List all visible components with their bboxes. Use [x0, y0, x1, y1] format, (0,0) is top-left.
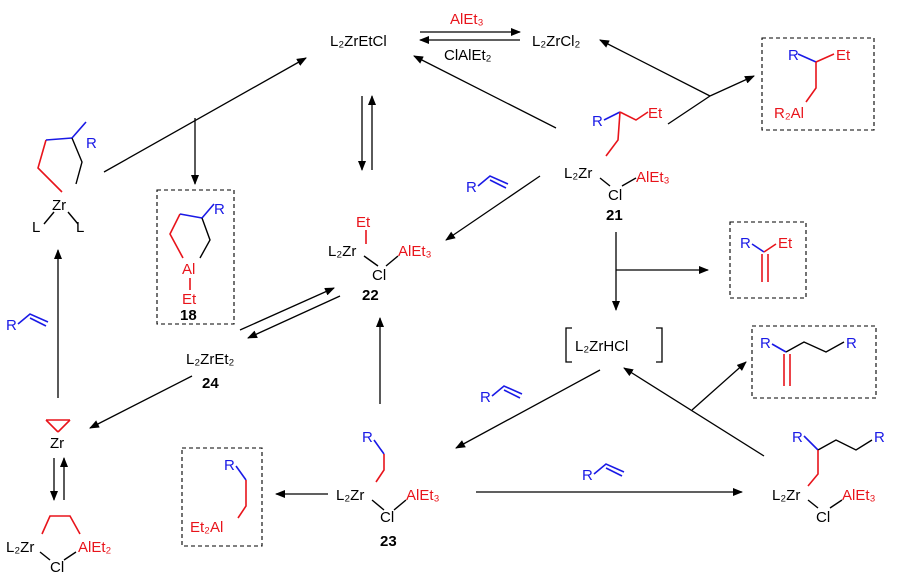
svg-text:Al: Al [182, 261, 195, 278]
svg-text:R: R [846, 335, 857, 352]
svg-text:18: 18 [180, 307, 197, 324]
svg-text:R: R [874, 429, 885, 446]
r2al-product: R Et R₂Al [774, 47, 851, 122]
svg-text:AlEt₃: AlEt₃ [842, 487, 876, 504]
zirconacyclopentane: R Zr L L [32, 121, 97, 236]
svg-text:R: R [582, 467, 593, 484]
svg-text:AlEt₃: AlEt₃ [398, 243, 432, 260]
alkene-reagent-3: R [582, 463, 625, 484]
aluminacyclopentane-18: R Al Et 18 [169, 201, 225, 324]
zr-hydride: L₂ZrHCl [565, 327, 663, 363]
svg-text:Et: Et [182, 291, 197, 308]
svg-text:R₂Al: R₂Al [774, 105, 804, 122]
eq-arrow-24-to-22 [239, 287, 335, 331]
complex-22: Et L₂Zr Cl AlEt₃ 22 [328, 214, 432, 304]
svg-text:AlEt₂: AlEt₂ [78, 539, 112, 556]
alkene-reagent-4: R [6, 313, 49, 334]
svg-text:R: R [466, 179, 477, 196]
svg-text:R: R [214, 201, 225, 218]
svg-text:R: R [792, 429, 803, 446]
arrow-hydride-to-23 [455, 369, 601, 449]
svg-text:R: R [592, 113, 603, 130]
svg-text:Et: Et [356, 214, 371, 231]
zr-cl2-label: L₂ZrCl₂ [532, 33, 580, 50]
alkene-product: R Et [740, 235, 793, 282]
svg-text:23: 23 [380, 533, 397, 550]
svg-text:Et: Et [778, 235, 793, 252]
svg-text:Zr: Zr [52, 197, 66, 214]
diene-product: R R [760, 335, 857, 386]
svg-text:22: 22 [362, 287, 379, 304]
svg-text:Cl: Cl [372, 267, 386, 284]
svg-text:L₂Zr: L₂Zr [328, 243, 356, 260]
svg-text:R: R [6, 317, 17, 334]
eq-arrow-22-to-24 [247, 295, 341, 339]
svg-text:Et₂Al: Et₂Al [190, 519, 223, 536]
arrow-21-to-zrcl2 [599, 39, 711, 97]
svg-text:L₂Zr: L₂Zr [336, 487, 364, 504]
svg-text:R: R [480, 389, 491, 406]
svg-text:L₂Zr: L₂Zr [6, 539, 34, 556]
zirconacyclopropane: Zr [45, 419, 71, 452]
complex-23: R L₂Zr Cl AlEt₃ 23 [336, 429, 440, 550]
zr-al-bimetallic: L₂Zr Cl AlEt₂ [6, 515, 112, 576]
zr-et2-num: 24 [202, 375, 219, 392]
svg-text:R: R [224, 457, 235, 474]
zr-et2-label: L₂ZrEt₂ [186, 351, 234, 368]
branched-complex: R R L₂Zr Cl AlEt₃ [772, 429, 885, 526]
svg-text:Cl: Cl [816, 509, 830, 526]
zr-etcl-label: L₂ZrEtCl [330, 33, 387, 50]
complex-21: R Et L₂Zr Cl AlEt₃ 21 [564, 105, 670, 224]
svg-text:Cl: Cl [380, 509, 394, 526]
arrow-br-to-diene-stem [691, 361, 747, 411]
arrow-br-to-hydride [623, 367, 765, 457]
svg-text:L₂Zr: L₂Zr [564, 165, 592, 182]
arrow-21-to-r2al-stem [667, 95, 711, 125]
svg-text:AlEt₃: AlEt₃ [636, 169, 670, 186]
arrow-21-to-r2al [709, 75, 755, 97]
svg-text:21: 21 [606, 207, 623, 224]
r2al-product-box [761, 37, 875, 131]
svg-text:Cl: Cl [608, 187, 622, 204]
svg-text:AlEt₃: AlEt₃ [406, 487, 440, 504]
svg-text:R: R [362, 429, 373, 446]
reagent-clalet2: ClAlEt₂ [444, 47, 492, 64]
arrow-zircona-to-top [103, 57, 307, 173]
svg-text:L₂ZrHCl: L₂ZrHCl [575, 338, 628, 355]
svg-text:Et: Et [836, 47, 851, 64]
arrow-24-to-zcp [89, 375, 193, 429]
svg-text:R: R [86, 135, 97, 152]
et2al-product: R Et₂Al [190, 457, 247, 536]
reagent-alet3: AlEt₃ [450, 11, 484, 28]
svg-text:R: R [788, 47, 799, 64]
svg-text:R: R [740, 235, 751, 252]
arrow-21-to-top [413, 55, 557, 129]
arrow-21-to-22 [445, 175, 541, 241]
svg-text:Zr: Zr [50, 435, 64, 452]
svg-text:Et: Et [648, 105, 663, 122]
alacycle-box [156, 189, 235, 325]
svg-text:Cl: Cl [50, 559, 64, 576]
alkene-product-box [729, 221, 807, 299]
svg-text:L: L [76, 219, 84, 236]
et2al-product-box [181, 447, 263, 547]
svg-text:R: R [760, 335, 771, 352]
alkene-reagent-2: R [480, 385, 523, 406]
svg-text:L: L [32, 219, 40, 236]
alkene-reagent-1: R [466, 175, 509, 196]
svg-text:L₂Zr: L₂Zr [772, 487, 800, 504]
